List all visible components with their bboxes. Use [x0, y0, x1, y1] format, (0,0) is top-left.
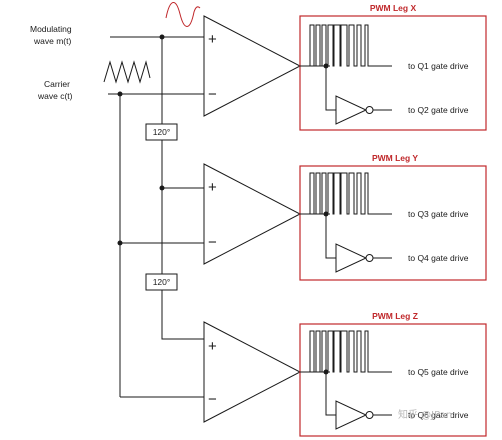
- pwm-leg-z-title: PWM Leg Z: [372, 311, 418, 321]
- leg-y-inverter-bubble: [365, 254, 374, 262]
- comparator-y: [203, 163, 302, 265]
- leg-z-to-inverter-wire: [325, 372, 336, 416]
- carrier-label-line2: wave c(t): [37, 91, 73, 101]
- leg-y-inverter: [335, 243, 368, 273]
- leg-y-top-output: to Q3 gate drive: [408, 209, 469, 219]
- leg-z-inverter: [335, 400, 368, 430]
- pwm-leg-y-title: PWM Leg Y: [372, 153, 418, 163]
- pwm-leg-x-box: [299, 15, 487, 131]
- leg-y-pwm-waveform: [309, 172, 392, 215]
- pwm-leg-x-title: PWM Leg X: [370, 3, 417, 13]
- leg-z-bottom-output: to Q6 gate drive: [408, 410, 469, 420]
- comparator-x-plus: +: [208, 31, 217, 48]
- leg-x-pwm-waveform: [309, 24, 392, 67]
- carrier-triangle-wave: [103, 60, 151, 84]
- modulating-sine-wave: [165, 2, 201, 27]
- shifter-2-out-wire: [161, 290, 204, 340]
- comparator-y-minus: −: [208, 234, 217, 251]
- carrier-junction-y: [117, 240, 123, 246]
- modulating-label-line2: wave m(t): [33, 36, 71, 46]
- comparator-z: [203, 321, 302, 423]
- modulating-junction-y: [159, 185, 165, 191]
- pwm-leg-y-box: [299, 165, 487, 281]
- phase-shifter-2-label: 120°: [153, 277, 171, 287]
- watermark: 知乎 @JPan: [398, 408, 452, 421]
- carrier-junction-x: [117, 91, 123, 97]
- leg-z-top-output: to Q5 gate drive: [408, 367, 469, 377]
- comparator-y-plus: +: [208, 179, 217, 196]
- comparator-x-minus: −: [208, 86, 217, 103]
- modulating-label-line1: Modulating: [30, 24, 72, 34]
- comparator-z-plus: +: [208, 338, 217, 355]
- comparator-x: [203, 15, 302, 117]
- phase-shifter-1-label: 120°: [153, 127, 171, 137]
- leg-y-bottom-output: to Q4 gate drive: [408, 253, 469, 263]
- leg-z-inverter-bubble: [365, 411, 374, 419]
- leg-x-inverter-bubble: [365, 106, 374, 114]
- carrier-label-line1: Carrier: [44, 79, 70, 89]
- comparator-z-minus: −: [208, 391, 217, 408]
- leg-x-to-inverter-wire: [325, 66, 336, 111]
- pwm-leg-z-box: [299, 323, 487, 437]
- leg-x-top-output: to Q1 gate drive: [408, 61, 469, 71]
- leg-z-pwm-waveform: [309, 330, 392, 373]
- leg-x-bottom-output: to Q2 gate drive: [408, 105, 469, 115]
- leg-y-to-inverter-wire: [325, 214, 336, 259]
- leg-x-inverter: [335, 95, 368, 125]
- modulating-junction: [159, 34, 165, 40]
